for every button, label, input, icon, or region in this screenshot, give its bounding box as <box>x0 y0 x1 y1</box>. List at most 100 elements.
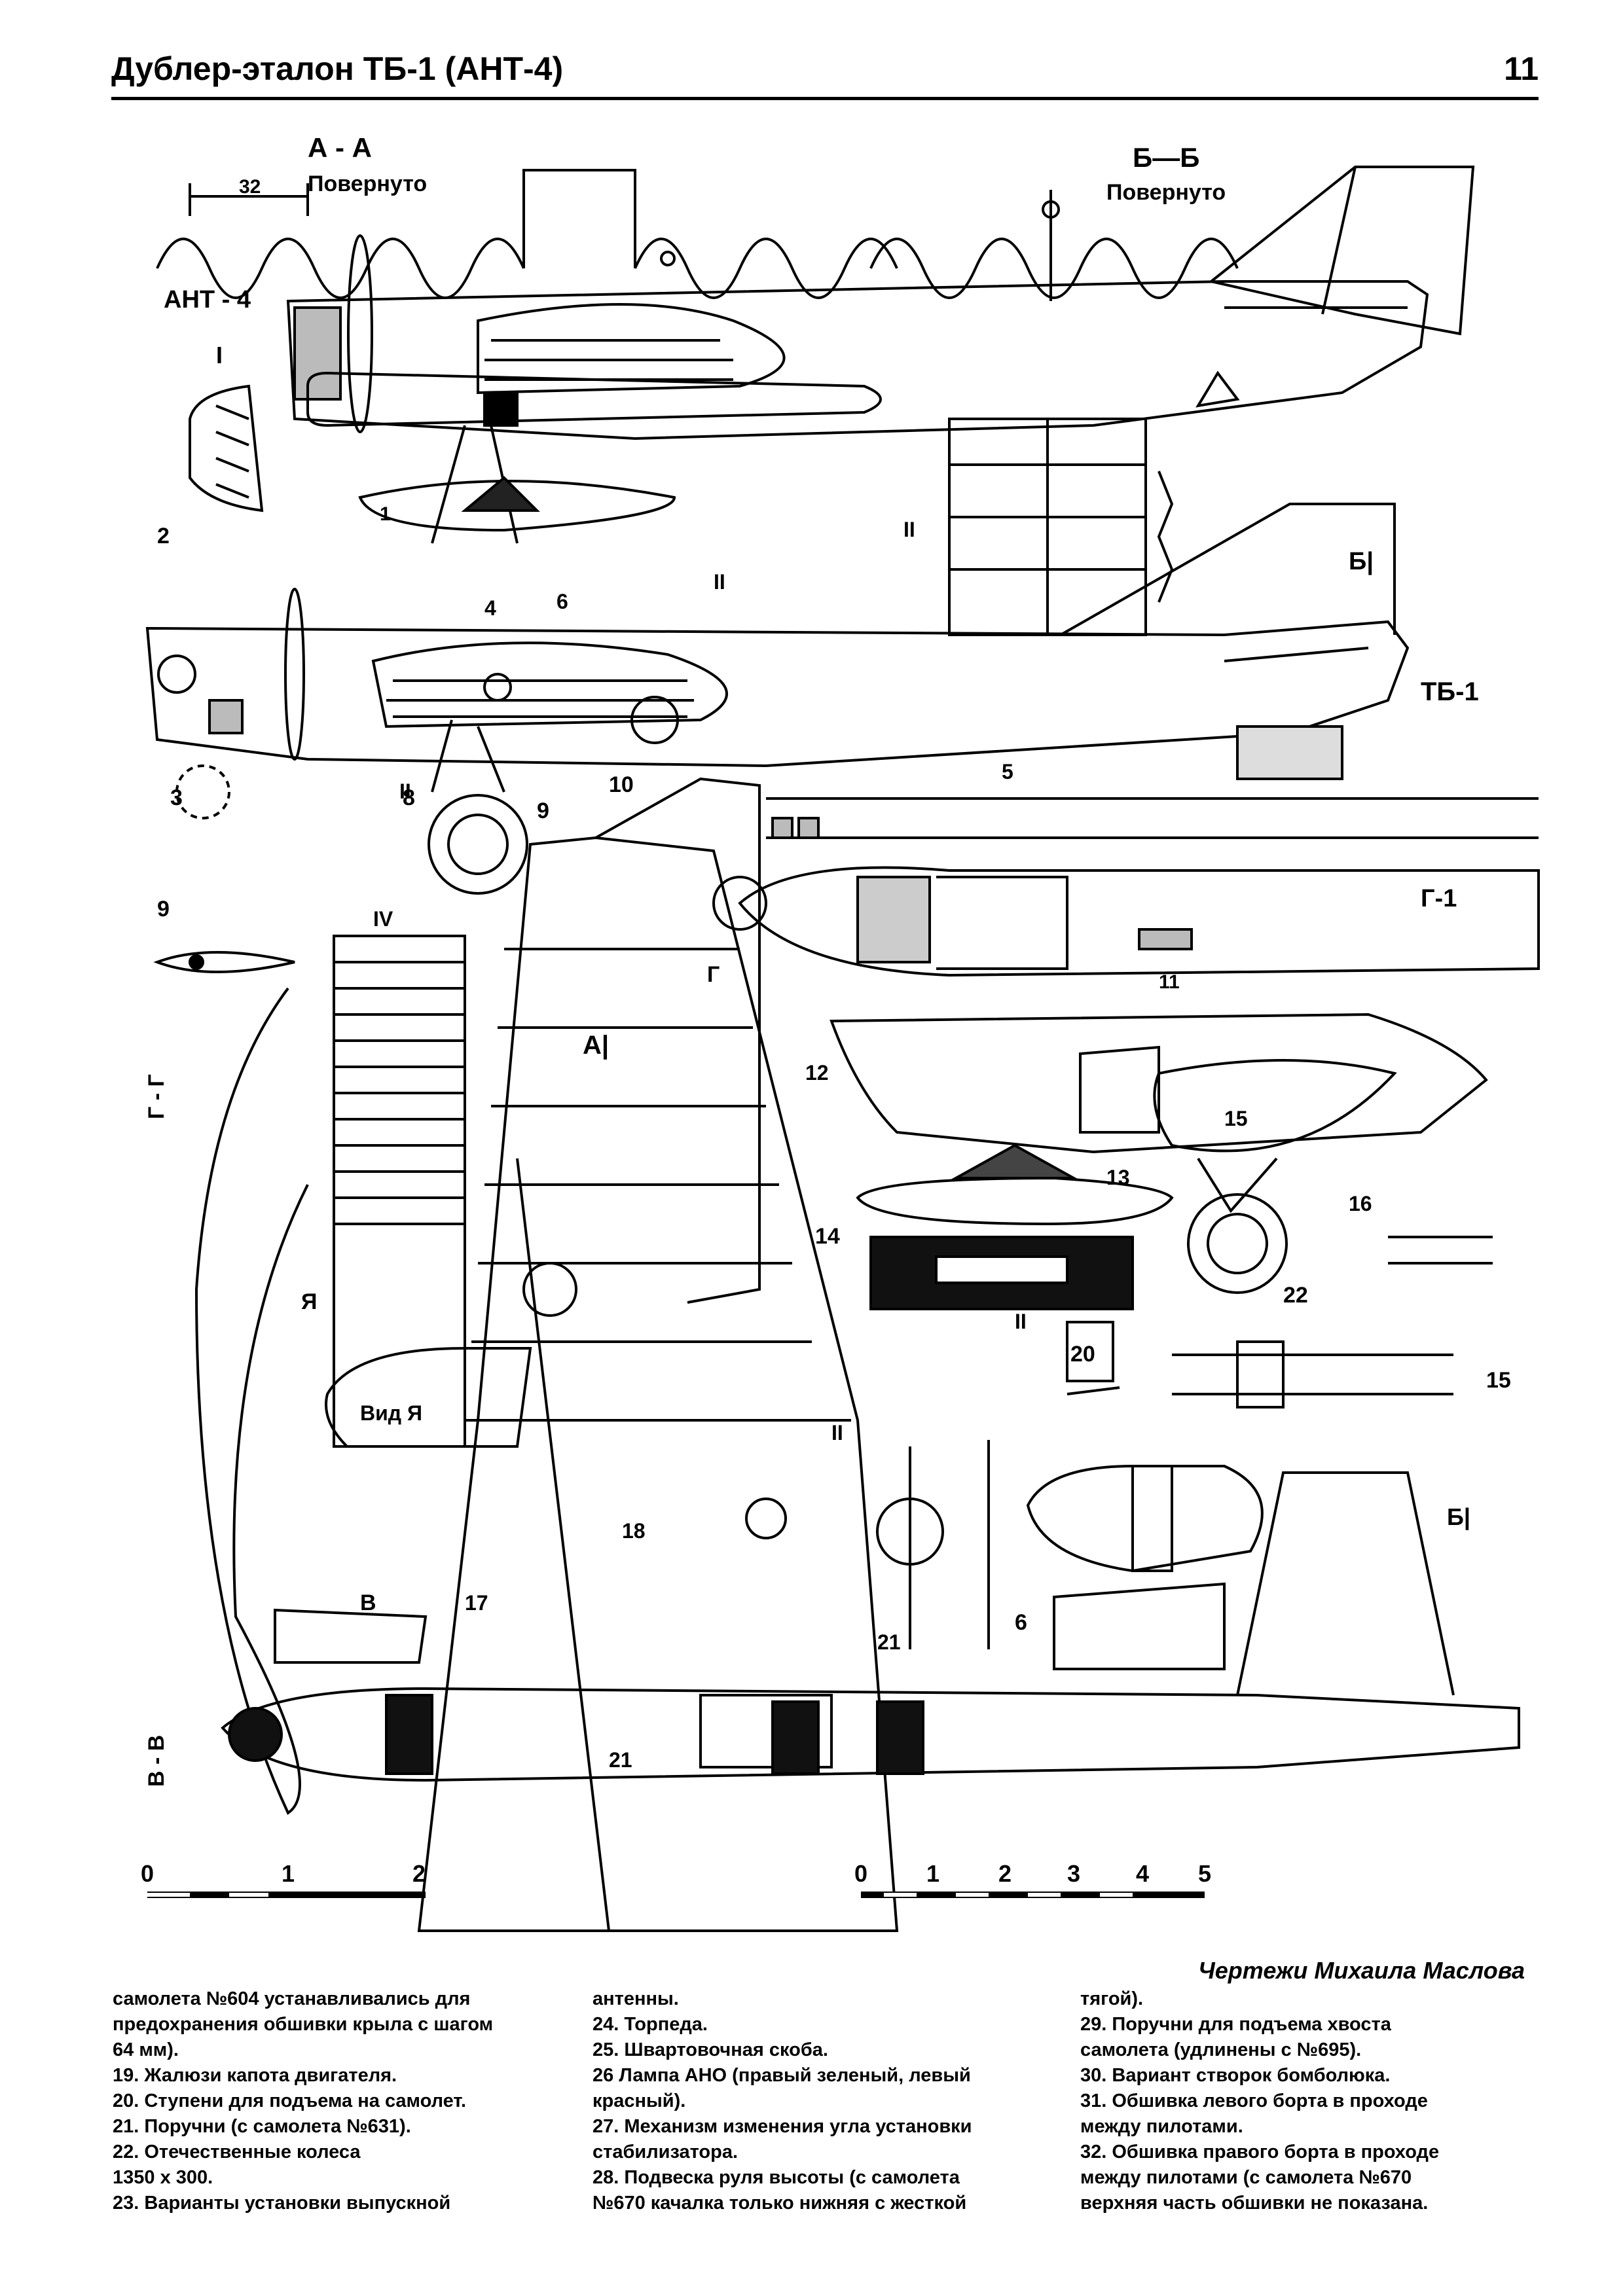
roman-2-mid: II <box>399 780 411 803</box>
col1-line: 19. Жалюзи капота двигателя. <box>113 2065 397 2086</box>
col1-line: самолета №604 устанавливались для <box>113 1988 471 2009</box>
louvre-detail <box>189 384 264 512</box>
callout-15-low: 15 <box>1486 1368 1511 1393</box>
roman-2-low: II <box>1015 1310 1027 1333</box>
drawing-svg: А - А Повернуто 32 Б—Б Повернуто АНТ - 4… <box>141 132 1540 1932</box>
roman-2-label: II <box>903 518 915 541</box>
callout-9-top: 9 <box>537 798 549 823</box>
roman-2-top: II <box>714 570 725 594</box>
callout-22: 22 <box>1283 1283 1308 1308</box>
handrail-15 <box>1172 1340 1453 1408</box>
ant4-side-view <box>286 166 1475 544</box>
section-gg-profile <box>194 987 309 1815</box>
section-aa-note: Повернуто <box>308 171 427 196</box>
tb1-label: ТБ-1 <box>1421 677 1479 706</box>
col3-line: 31. Обшивка левого борта в проходе <box>1080 2090 1428 2111</box>
callout-1: 1 <box>380 503 391 525</box>
section-bb-title: Б—Б <box>1133 142 1199 173</box>
callout-21: 21 <box>609 1748 632 1772</box>
col1-line: 1350 х 300. <box>113 2167 213 2188</box>
scale-right-tick-4: 4 <box>1136 1860 1149 1887</box>
roman-4-label: IV <box>373 907 393 931</box>
callout-4: 4 <box>484 596 496 620</box>
callout-19: 20 <box>1070 1342 1095 1367</box>
view-b-label-low: Б| <box>1447 1503 1470 1531</box>
text-column-3: тягой). 29. Поручни для подъема хвоста с… <box>1080 1986 1539 2216</box>
lamp-antenna-detail <box>876 1440 1264 1670</box>
scale-right-tick-1: 1 <box>926 1860 939 1887</box>
callout-11: 11 <box>1159 971 1180 993</box>
section-bb-note: Повернуто <box>1106 180 1226 205</box>
scale-right-tick-2: 2 <box>998 1860 1012 1887</box>
callout-12: 12 <box>805 1061 829 1085</box>
callout-20: 21 <box>877 1630 901 1654</box>
callout-14: 14 <box>815 1224 840 1249</box>
dim-32: 32 <box>239 176 261 198</box>
section-bb-corrugation <box>869 190 1239 301</box>
scale-left-tick-0: 0 <box>141 1860 154 1887</box>
scale-right-tick-3: 3 <box>1067 1860 1080 1887</box>
callout-6-mid: 6 <box>1015 1610 1027 1635</box>
text-column-1: самолета №604 устанавливались для предох… <box>113 1986 532 2216</box>
col2-line: 24. Торпеда. <box>593 2014 708 2035</box>
ant4-label: АНТ - 4 <box>164 286 251 314</box>
nose-gear-detail <box>830 1013 1488 1294</box>
wing-planform <box>417 777 899 1932</box>
fuselage-plan <box>221 1471 1520 1782</box>
col2-line: 25. Швартовочная скоба. <box>593 2039 828 2060</box>
section-9-profile <box>153 951 295 973</box>
detail-19 <box>1066 1321 1120 1395</box>
roman-1-label: I <box>216 342 223 368</box>
header-rule <box>111 97 1539 100</box>
col3-line: между пилотами. <box>1080 2116 1243 2137</box>
col2-line: 26 Лампа АНО (правый зеленый, левый <box>593 2065 971 2086</box>
letter-v: В <box>360 1590 376 1615</box>
col1-line: предохранения обшивки крыла с шагом <box>113 2014 494 2035</box>
drawing-credit: Чертежи Михаила Маслова <box>1198 1957 1525 1984</box>
section-aa-title: А - А <box>308 132 372 163</box>
page-number: 11 <box>1504 50 1539 87</box>
col3-line: верхняя часть обшивки не показана. <box>1080 2193 1429 2214</box>
col2-line: №670 качалка только нижняя с жесткой <box>593 2193 967 2214</box>
callout-5: 5 <box>1002 760 1013 783</box>
page-header: Дублер-эталон ТБ-1 (АНТ-4) 11 <box>111 46 1539 100</box>
callout-8: 8 <box>403 785 415 810</box>
vid-ya-label: Вид Я <box>360 1401 422 1425</box>
section-vv-label: В - В <box>144 1735 169 1787</box>
view-b-label-top: Б| <box>1349 548 1374 575</box>
callout-17: 17 <box>465 1591 488 1615</box>
letter-g: Г <box>707 962 720 987</box>
callout-15-mid: 15 <box>1224 1107 1248 1130</box>
callout-18: 18 <box>622 1519 646 1543</box>
scale-right-tick-0: 0 <box>854 1860 867 1887</box>
window-bays-strip <box>766 725 1539 839</box>
col3-line: 32. Обшивка правого борта в проходе <box>1080 2142 1440 2162</box>
text-column-2: антенны. 24. Торпеда. 25. Швартовочная с… <box>593 1986 1038 2216</box>
col3-line: тягой). <box>1080 1988 1144 2009</box>
scale-left-tick-1: 1 <box>282 1860 295 1887</box>
col2-line: красный). <box>593 2090 686 2111</box>
col2-line: антенны. <box>593 1988 679 2009</box>
col3-line: 30. Вариант створок бомболюка. <box>1080 2065 1391 2086</box>
vid-ya-view <box>325 1347 532 1448</box>
view-a-label: А| <box>583 1031 609 1060</box>
page-title: Дублер-эталон ТБ-1 (АНТ-4) <box>111 50 564 87</box>
col1-line: 23. Варианты установки выпускной <box>113 2193 451 2214</box>
callout-16: 16 <box>1349 1192 1372 1215</box>
torpedo-radiator <box>856 1143 1493 1310</box>
tb1-side-view <box>145 503 1410 895</box>
col3-line: самолета (удлинены с №695). <box>1080 2039 1362 2060</box>
col1-line: 22. Отечественные колеса <box>113 2142 361 2162</box>
callout-6-top: 6 <box>556 590 568 613</box>
col3-line: 29. Поручни для подъема хвоста <box>1080 2014 1391 2035</box>
panel-detail-ii <box>948 418 1174 636</box>
technical-drawing: А - А Повернуто 32 Б—Б Повернуто АНТ - 4… <box>111 111 1545 1957</box>
callout-3: 3 <box>170 785 183 810</box>
section-gg-label: Г - Г <box>144 1074 169 1119</box>
letter-ya: Я <box>301 1289 317 1314</box>
scale-left-tick-2: 2 <box>412 1860 426 1887</box>
col1-line: 20. Ступени для подъема на самолет. <box>113 2090 467 2111</box>
scale-right-tick-5: 5 <box>1198 1860 1211 1887</box>
col2-line: 27. Механизм изменения угла установки <box>593 2116 972 2137</box>
callout-2: 2 <box>157 524 170 548</box>
